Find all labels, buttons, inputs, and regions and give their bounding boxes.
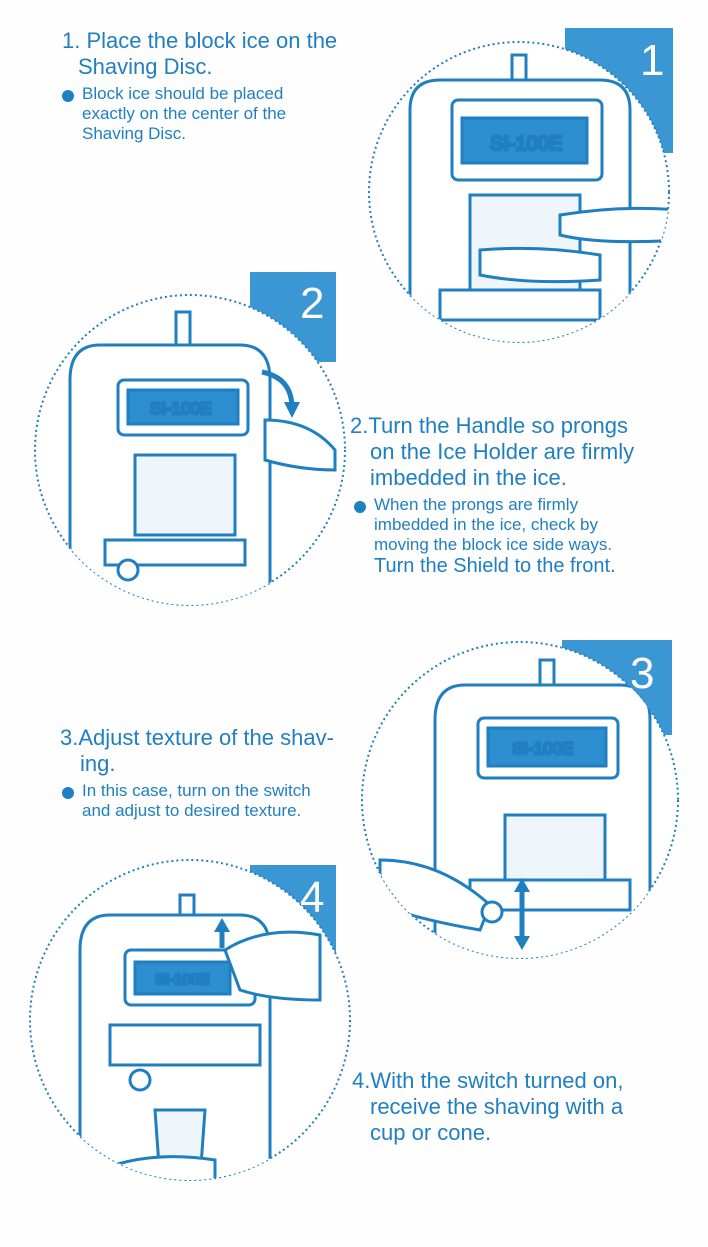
step-1-lcd-label: SI-100E <box>490 133 562 155</box>
step-4-illustration: 4 SI-100E <box>29 859 351 1181</box>
step-3-illustration: 3 SI-100E <box>361 640 679 959</box>
step-1-title: 1. Place the block ice on the Shaving Di… <box>62 28 338 79</box>
bullet-icon <box>354 500 366 513</box>
step-4-badge-number: 4 <box>300 873 324 922</box>
step-3-badge-number: 3 <box>630 649 654 698</box>
step-3-lcd-label: SI-100E <box>512 739 573 758</box>
step-2-extra-line: Turn the Shield to the front. <box>374 555 616 577</box>
bullet-icon <box>62 89 74 102</box>
step-4-title: 4.With the switch turned on, receive the… <box>352 1068 624 1145</box>
step-2-lcd-label: SI-100E <box>150 399 211 418</box>
step-2-text: 2.Turn the Handle so prongs on the Ice H… <box>350 413 690 579</box>
step-1-illustration: 1 SI-100E <box>368 28 673 343</box>
step-2-illustration: 2 SI-100E <box>34 272 346 606</box>
step-4-lcd-label: SI-100E <box>155 971 209 988</box>
step-3-title: 3.Adjust texture of the shav- ing. <box>60 725 334 776</box>
step-2-title: 2.Turn the Handle so prongs on the Ice H… <box>350 413 635 490</box>
step-4-text: 4.With the switch turned on, receive the… <box>352 1068 692 1146</box>
step-1-text: 1. Place the block ice on the Shaving Di… <box>62 28 362 144</box>
step-2-note: When the prongs are firmly imbedded in t… <box>354 495 690 579</box>
step-1-badge-number: 1 <box>640 36 664 85</box>
step-2-badge-number: 2 <box>300 279 324 328</box>
step-3-note: In this case, turn on the switch and adj… <box>62 781 360 821</box>
bullet-icon <box>62 786 74 799</box>
step-1-note: Block ice should be placed exactly on th… <box>62 84 362 144</box>
step-3-text: 3.Adjust texture of the shav- ing. In th… <box>60 725 360 821</box>
